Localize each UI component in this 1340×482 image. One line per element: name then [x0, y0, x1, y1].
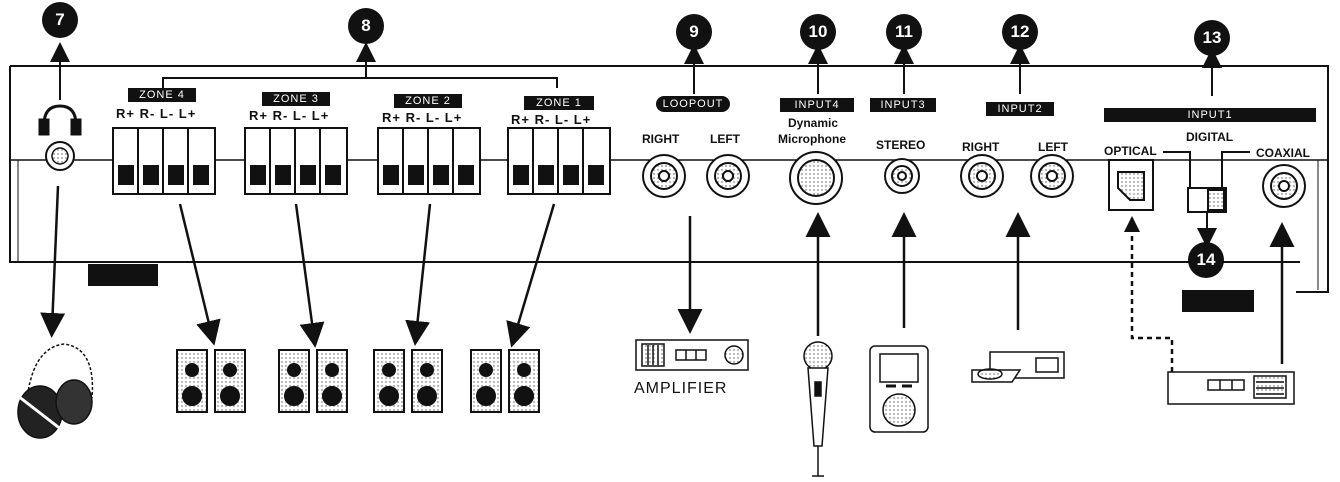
arrow-zone1 [506, 203, 556, 348]
amplifier-label: AMPLIFIER [634, 380, 728, 397]
input2-right-label: RIGHT [962, 140, 1000, 154]
panel-foot-right [1182, 290, 1254, 312]
zone1-speakers [470, 349, 540, 413]
loopout-right-jack [642, 154, 686, 198]
callout-7: 7 [42, 2, 78, 38]
zone2-speakers [373, 349, 443, 413]
zone2-pin-labels: R+ R- L- L+ [382, 110, 463, 125]
input2-label: INPUT2 [986, 102, 1054, 116]
input2-right-jack [960, 154, 1004, 198]
arrow-zone2 [405, 203, 432, 346]
loopout-left-jack [706, 154, 750, 198]
arrow-zone4 [178, 203, 221, 346]
microphone-jack [789, 151, 843, 205]
zone4-terminal-block [112, 127, 216, 195]
zone2-label: ZONE 2 [394, 94, 462, 108]
zone1-terminal-block [507, 127, 611, 195]
input2-left-jack [1030, 154, 1074, 198]
callout-10: 10 [800, 14, 836, 50]
amplifier-device-icon [635, 339, 749, 371]
zone1-label: ZONE 1 [524, 96, 594, 110]
media-player-device-icon [869, 345, 929, 433]
loopout-left-label: LEFT [710, 132, 740, 146]
digital-bracket [1163, 151, 1250, 188]
zone3-terminal-block [244, 127, 348, 195]
stereo-jack [884, 158, 920, 194]
panel-foot-left [88, 264, 158, 286]
digital-source-device-icon [1167, 371, 1295, 405]
headphone-jack [45, 141, 75, 171]
zones-bracket [162, 42, 558, 88]
callout-12: 12 [1002, 14, 1038, 50]
arrow-headphones [40, 185, 66, 338]
speaker-pairs [176, 349, 540, 413]
callout-13: 13 [1194, 20, 1230, 56]
callout-11: 11 [886, 14, 922, 50]
callout-8: 8 [348, 8, 384, 44]
speaker-terminals [112, 127, 611, 195]
coaxial-jack [1262, 164, 1306, 208]
input4-dynamic-label: Dynamic [788, 116, 839, 130]
zone4-pin-labels: R+ R- L- L+ [116, 106, 197, 121]
loopout-right-label: RIGHT [642, 132, 680, 146]
digital-select-switch [1187, 187, 1227, 213]
callout-9: 9 [676, 14, 712, 50]
zone4-speakers [176, 349, 246, 413]
zone3-speakers [278, 349, 348, 413]
optical-port [1108, 159, 1154, 211]
zone4-label: ZONE 4 [128, 88, 196, 102]
zone3-label: ZONE 3 [262, 92, 330, 106]
zone3-pin-labels: R+ R- L- L+ [249, 108, 330, 123]
arrow-zone3 [294, 203, 325, 348]
callout-14: 14 [1188, 242, 1224, 278]
input3-label: INPUT3 [870, 98, 936, 112]
digital-label: DIGITAL [1186, 130, 1234, 144]
optical-dashed-cable [1130, 218, 1174, 372]
stereo-label: STEREO [876, 138, 926, 152]
zone2-terminal-block [377, 127, 481, 195]
headphone-icon [38, 104, 82, 136]
coaxial-label: COAXIAL [1256, 146, 1310, 160]
input1-label: INPUT1 [1104, 108, 1316, 122]
optical-label: OPTICAL [1104, 144, 1157, 158]
input2-left-label: LEFT [1038, 140, 1068, 154]
loopout-label: LOOPOUT [656, 96, 730, 112]
cd-player-device-icon [971, 351, 1065, 383]
zone1-pin-labels: R+ R- L- L+ [511, 112, 592, 127]
input4-label: INPUT4 [780, 98, 854, 112]
microphone-device-icon [803, 341, 833, 477]
headphones-device-icon [17, 343, 94, 439]
input4-microphone-label: Microphone [778, 132, 846, 146]
